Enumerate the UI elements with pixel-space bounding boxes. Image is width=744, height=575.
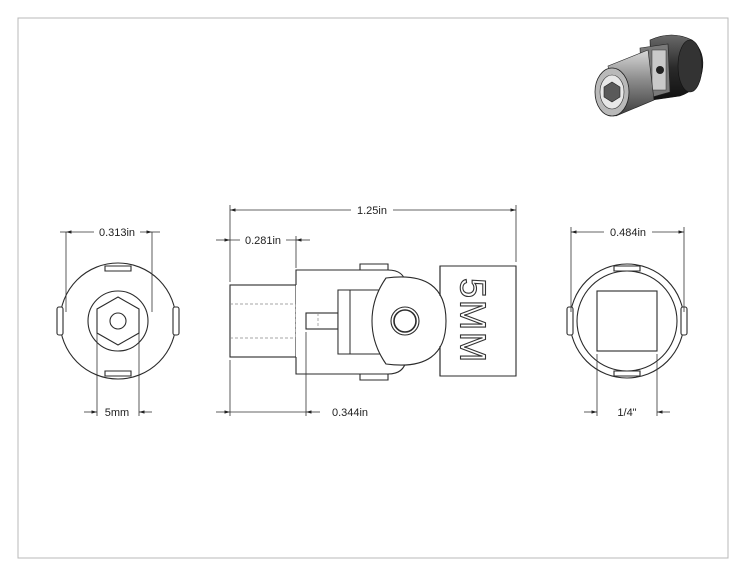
left-end-view [56, 262, 180, 380]
side-view: 5MM [229, 263, 517, 381]
size-marking: 5MM [452, 278, 493, 364]
dim-left-hex: 5mm [105, 407, 129, 419]
right-end-view [566, 263, 688, 379]
dim-right-drive: 1/4" [617, 407, 636, 419]
dim-overall-length: 1.25in [357, 205, 387, 217]
dim-neck-offset: 0.344in [332, 407, 368, 419]
dim-left-width: 0.313in [99, 227, 135, 239]
dim-right-width: 0.484in [610, 227, 646, 239]
isometric-view [594, 34, 704, 117]
dim-socket-depth: 0.281in [245, 235, 281, 247]
sheet-border [17, 17, 729, 559]
